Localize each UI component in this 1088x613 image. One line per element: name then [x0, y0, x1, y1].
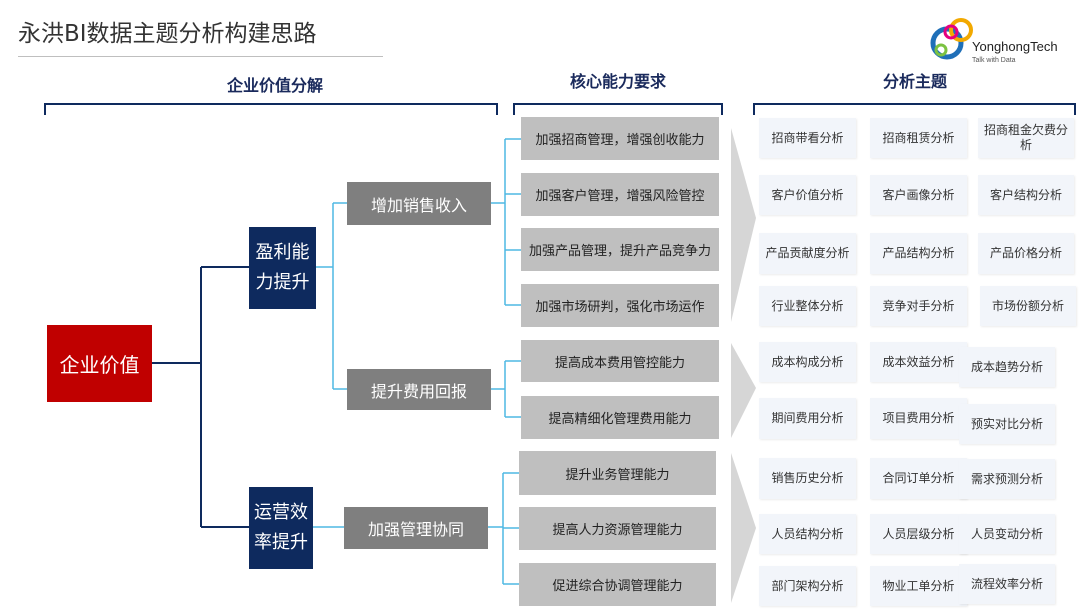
page-title: 永洪BI数据主题分析构建思路: [18, 21, 317, 47]
capability-item: 加强市场研判，强化市场运作: [521, 284, 719, 327]
topic-item: 部门架构分析: [759, 566, 856, 606]
connector-fee-trunk: [491, 361, 506, 417]
connector-fee-caps: [505, 360, 521, 418]
capability-item: 提高成本费用管控能力: [521, 340, 719, 382]
capability-item: 加强客户管理，增强风险管控: [521, 173, 719, 216]
topic-item: 招商租金欠费分析: [978, 118, 1074, 158]
topic-item: 需求预测分析: [959, 459, 1055, 499]
topic-item: 项目费用分析: [870, 398, 967, 439]
connector-profit-trunk: [316, 203, 334, 389]
arrow-group-3: [731, 453, 756, 603]
topic-item: 物业工单分析: [870, 566, 967, 606]
topic-item: 合同订单分析: [870, 458, 967, 499]
topic-item: 成本构成分析: [759, 342, 856, 382]
capability-item: 提高人力资源管理能力: [519, 507, 716, 550]
node-l1-ops: 运营效率提升: [249, 487, 313, 569]
logo-mark-icon: [930, 18, 973, 60]
topic-item: 产品贡献度分析: [759, 233, 856, 274]
topic-item: 成本趋势分析: [959, 347, 1055, 387]
arrow-group-1: [731, 128, 756, 322]
topic-item: 市场份额分析: [980, 286, 1076, 326]
node-l2-fee: 提升费用回报: [347, 369, 491, 410]
capability-item: 提升业务管理能力: [519, 451, 716, 495]
node-l2-sales: 增加销售收入: [347, 182, 491, 225]
header-capabilities: 核心能力要求: [569, 72, 666, 91]
brace-decomposition: [44, 103, 498, 115]
topic-item: 客户结构分析: [978, 175, 1074, 215]
topic-item: 销售历史分析: [759, 458, 856, 499]
capability-item: 提高精细化管理费用能力: [521, 396, 719, 439]
topic-item: 产品价格分析: [978, 233, 1074, 274]
header-topics: 分析主题: [882, 72, 947, 91]
title-underline: [18, 56, 383, 57]
topic-item: 人员变动分析: [959, 514, 1055, 554]
brace-topics: [753, 103, 1076, 115]
logo: [925, 10, 1075, 70]
topic-item: 竞争对手分析: [870, 286, 967, 326]
node-root: 企业价值: [47, 325, 152, 402]
arrow-group-2: [731, 343, 756, 438]
capability-item: 促进综合协调管理能力: [519, 563, 716, 606]
logo-name: YonghongTech: [972, 39, 1058, 54]
topic-item: 人员层级分析: [870, 514, 967, 554]
connector-sales-caps: [505, 138, 521, 306]
topic-item: 期间费用分析: [759, 398, 856, 439]
topic-item: 预实对比分析: [959, 404, 1055, 444]
header-decomposition: 企业价值分解: [226, 76, 323, 95]
capability-item: 加强产品管理，提升产品竞争力: [521, 228, 719, 271]
topic-item: 行业整体分析: [759, 286, 856, 326]
node-l1-profit: 盈利能力提升: [249, 227, 316, 309]
topic-item: 流程效率分析: [959, 564, 1055, 604]
topic-item: 成本效益分析: [870, 342, 967, 382]
topic-item: 产品结构分析: [870, 233, 967, 274]
connector-mgmt-trunk: [488, 473, 504, 584]
connector-sales-trunk: [491, 139, 506, 305]
logo-tagline: Talk with Data: [972, 57, 1016, 64]
topic-item: 招商租赁分析: [870, 118, 967, 158]
topic-item: 招商带看分析: [759, 118, 856, 158]
capability-item: 加强招商管理，增强创收能力: [521, 117, 719, 160]
connector-mgmt-caps: [503, 472, 519, 585]
topic-item: 客户价值分析: [759, 175, 856, 215]
topic-item: 人员结构分析: [759, 514, 856, 554]
brace-capabilities: [513, 103, 723, 115]
topic-item: 客户画像分析: [870, 175, 967, 215]
node-l2-mgmt: 加强管理协同: [344, 507, 488, 549]
